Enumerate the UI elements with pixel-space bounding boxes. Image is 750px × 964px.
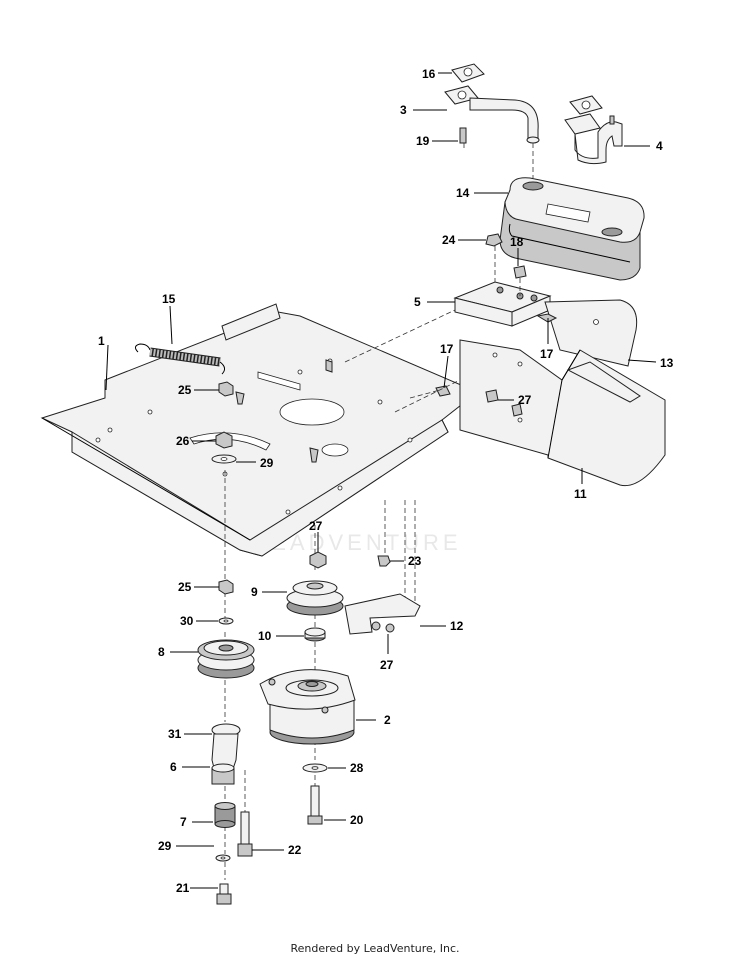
- callout-25a: 25: [178, 383, 192, 397]
- arm-hardware: [214, 802, 253, 905]
- callout-11: 11: [574, 487, 587, 501]
- callout-4: 4: [656, 139, 663, 153]
- muffler: [499, 177, 645, 281]
- callout-30: 30: [180, 614, 194, 628]
- callout-25b: 25: [178, 580, 192, 594]
- callout-19: 19: [416, 134, 430, 148]
- callouts: 1 2 3 4 5 6 7 8 9 10 11 12 13 14 15 16 1: [98, 67, 674, 895]
- callout-8: 8: [158, 645, 165, 659]
- callout-3: 3: [400, 103, 407, 117]
- callout-28: 28: [350, 761, 364, 775]
- callout-23: 23: [408, 554, 422, 568]
- idler-bracket: [344, 593, 421, 635]
- callout-21: 21: [176, 881, 190, 895]
- callout-10: 10: [258, 629, 272, 643]
- callout-29a: 29: [260, 456, 274, 470]
- callout-20: 20: [350, 813, 364, 827]
- clutch-hardware: [302, 763, 328, 825]
- callout-13: 13: [660, 356, 674, 370]
- callout-17a: 17: [440, 342, 454, 356]
- callout-16: 16: [422, 67, 436, 81]
- callout-7: 7: [180, 815, 187, 829]
- callout-26: 26: [176, 434, 190, 448]
- callout-27b: 27: [518, 393, 532, 407]
- idler-arm: [211, 723, 241, 785]
- callout-27a: 27: [309, 519, 323, 533]
- heat-shield-bracket: [453, 281, 552, 327]
- callout-9: 9: [251, 585, 258, 599]
- callout-27c: 27: [380, 658, 394, 672]
- callout-5: 5: [414, 295, 421, 309]
- callout-12: 12: [450, 619, 464, 633]
- heat-shield: [459, 299, 666, 487]
- callout-6: 6: [170, 760, 177, 774]
- callout-14: 14: [456, 186, 470, 200]
- deck-plate: [40, 303, 471, 557]
- callout-2: 2: [384, 713, 391, 727]
- idler-pulley-lower: [197, 639, 255, 679]
- exhaust-pipe-right: [564, 95, 623, 165]
- callout-15: 15: [162, 292, 176, 306]
- idler-pulley-upper: [286, 580, 344, 642]
- callout-1: 1: [98, 334, 105, 348]
- callout-18: 18: [510, 235, 524, 249]
- lower-hardware: [218, 551, 391, 625]
- bolts-upper: [435, 233, 558, 397]
- electric-clutch: [259, 669, 356, 745]
- callout-24: 24: [442, 233, 456, 247]
- callout-29b: 29: [158, 839, 172, 853]
- callout-22: 22: [288, 843, 302, 857]
- exhaust-pipe-left: [444, 63, 540, 144]
- deck-hardware: [211, 381, 237, 464]
- spring: [134, 343, 226, 375]
- callout-17b: 17: [540, 347, 554, 361]
- footer-credit: Rendered by LeadVenture, Inc.: [290, 942, 460, 955]
- callout-31: 31: [168, 727, 182, 741]
